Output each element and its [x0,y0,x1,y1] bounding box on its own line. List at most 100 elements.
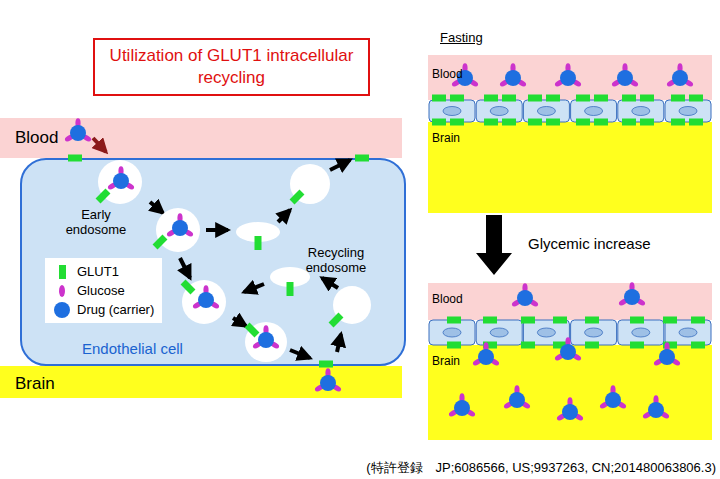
flow-arrow [337,334,341,352]
drug-carrier [618,282,646,306]
flow-arrow [278,210,290,222]
carrier [517,290,533,306]
glut1 [255,236,262,250]
nucleus [490,328,508,337]
glut1 [622,119,636,126]
vesicle [245,322,287,362]
flow-arrow [244,284,264,292]
endothelial-cell [429,320,475,345]
drug-carrier [64,118,92,142]
drug-carrier [599,385,627,409]
drug-carrier [556,397,584,421]
glut1 [521,342,535,349]
glut1 [594,119,608,126]
node-label: Blood [432,292,463,306]
nucleus [443,328,461,337]
glut1 [290,190,305,205]
block-arrow [476,215,512,275]
brain-band: Brain [0,366,402,398]
nucleus [679,328,697,337]
carrier [560,344,576,360]
drug-carrier [653,342,681,366]
drug-carrier [107,166,135,190]
nucleus [585,107,603,116]
flow-arrow [233,318,246,326]
drug-carrier [554,63,582,87]
glut1 [691,317,705,324]
endothelial-cell [618,320,664,345]
carrier [478,349,494,365]
carrier [672,70,688,86]
glut1 [521,317,535,324]
caption-box: (特許登録 JP;6086566, US;9937263, CN;2014800… [282,458,716,477]
flow-arrow [322,278,338,288]
glut1 [640,95,654,102]
glut1 [502,119,516,126]
glut1 [585,342,599,349]
glut1 [691,342,705,349]
carrier [113,173,129,189]
swatch-shape [59,285,65,297]
node-label: Brain [432,354,460,368]
drug-carrier [499,63,527,87]
carrier [509,392,525,408]
edge-label-box: Glycemic increase [526,235,653,253]
flow-arrow [93,138,106,152]
blood-region: Blood [428,283,712,320]
glut1 [553,317,567,324]
carrier [560,70,576,86]
legend-swatch [53,285,71,297]
vesicle [156,208,200,252]
drug-carrier [314,368,342,392]
drug-carrier [642,395,670,419]
nucleus [585,328,603,337]
nucleus [632,107,650,116]
endothelial-cell [665,320,711,345]
endosome-label: Recycling endosome [292,246,380,276]
glut1 [484,95,498,102]
carrier [258,332,274,348]
carrier [172,220,188,236]
nucleus [443,107,461,116]
glut1 [68,155,82,162]
legend-box: GLUT1GlucoseDrug (carrier) [45,258,162,323]
glut1 [245,323,260,338]
glut1 [630,342,644,349]
title-text: Utilization of GLUT1 intracellular recyc… [103,45,360,89]
legend-text: GLUT1 [77,264,119,279]
legend-row: GLUT1 [53,262,154,281]
glut1 [447,342,461,349]
glut1 [663,317,677,324]
drug-carrier [192,285,220,309]
glut1 [319,361,333,368]
glut1 [528,119,542,126]
carrier [457,70,473,86]
glut1 [630,317,644,324]
glut1 [622,95,636,102]
node-label: Brain [432,131,460,145]
drug-carrier [448,393,476,417]
flow-arrow [290,350,310,358]
glut1 [576,95,590,102]
legend-row: Drug (carrier) [53,300,154,319]
flow-arrow [180,258,190,278]
drug-carrier [503,385,531,409]
node-label: Endothelial cell [82,340,183,357]
glut1 [329,313,344,328]
node-label: Blood [15,128,58,148]
endothelial-cell [476,320,522,345]
glut1 [594,95,608,102]
glut1 [671,119,685,126]
glut1 [447,317,461,324]
blood-band: Blood [0,118,402,158]
nucleus [679,107,697,116]
node-label: Blood [432,67,463,81]
caption-text: (特許登録 JP;6086566, US;9937263, CN;2014800… [366,459,716,477]
nucleus [632,328,650,337]
legend-swatch [53,265,71,279]
node-label: Brain [15,374,55,394]
panel-heading: Fasting [440,28,520,46]
carrier [320,375,336,391]
drug-carrier [666,63,694,87]
flow-arrow [206,228,228,232]
